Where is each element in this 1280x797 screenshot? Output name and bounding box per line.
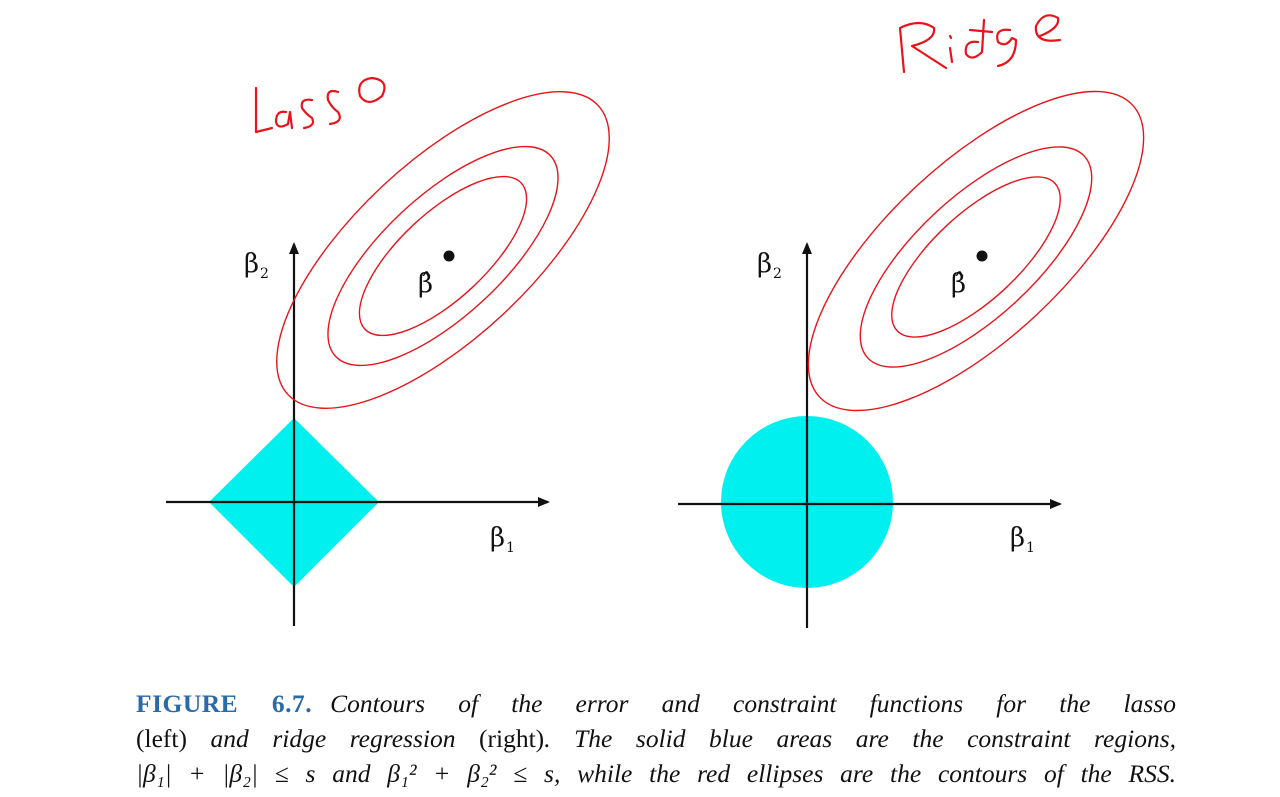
ridge-rss-contours <box>807 90 1145 412</box>
ridge-title-text: Ridge <box>900 59 903 61</box>
lasso-x-axis-subscript: 1 <box>506 540 515 556</box>
ridge-y-axis-label: β <box>757 249 772 279</box>
figure-illustration: Lasso β̂ β 2 β 1 Ridge <box>166 14 1145 628</box>
caption-line-2: (left) and ridge regression (right). The… <box>136 721 1176 756</box>
caption-line-1: FIGURE 6.7. Contours of the error and con… <box>136 686 1176 721</box>
lasso-handwritten-title: Lasso <box>250 76 386 134</box>
lasso-y-axis-label: β <box>244 249 259 279</box>
lasso-rss-contours <box>276 91 610 409</box>
ridge-panel: Ridge β̂ β 2 β 1 <box>678 14 1145 628</box>
lasso-contour-outer <box>276 91 610 409</box>
ridge-handwritten-title: Ridge <box>898 14 1062 74</box>
lasso-y-axis-subscript: 2 <box>260 266 269 282</box>
ridge-beta-hat-label: β̂ <box>951 269 966 299</box>
ridge-contour-middle <box>859 146 1093 368</box>
lasso-beta-hat-label: β̂ <box>418 269 433 299</box>
ridge-beta-hat-point <box>976 250 988 262</box>
caption-line-2-text-a: and ridge regression <box>186 724 480 753</box>
ridge-x-axis-subscript: 1 <box>1026 540 1035 556</box>
caption-right-ref: (right) <box>479 724 545 753</box>
caption-line-2-text-b: . The solid blue areas are the constrain… <box>544 724 1176 753</box>
ridge-contour-outer <box>807 90 1145 412</box>
caption-line-1-text: Contours of the error and constraint fun… <box>330 689 1176 718</box>
caption-line-3: |β₁| + |β₂| ≤ s and β₁² + β₂² ≤ s, while… <box>136 759 1176 788</box>
lasso-contour-middle <box>327 145 559 367</box>
lasso-beta-hat-point <box>443 250 455 262</box>
ridge-handwriting-strokes <box>898 14 1062 74</box>
ridge-contour-inner <box>891 176 1061 338</box>
figure-number-label: FIGURE 6.7. <box>136 689 313 718</box>
ridge-y-axis-subscript: 2 <box>773 266 782 282</box>
lasso-contour-inner <box>358 175 528 337</box>
caption-left-ref: (left) <box>136 724 187 753</box>
lasso-title-text: Lasso <box>250 131 253 133</box>
lasso-panel: Lasso β̂ β 2 β 1 <box>166 76 610 626</box>
ridge-x-axis-label: β <box>1010 523 1025 553</box>
lasso-x-axis-label: β <box>490 523 505 553</box>
figure-caption: FIGURE 6.7. Contours of the error and con… <box>136 686 1176 791</box>
lasso-handwriting-strokes <box>254 76 386 134</box>
